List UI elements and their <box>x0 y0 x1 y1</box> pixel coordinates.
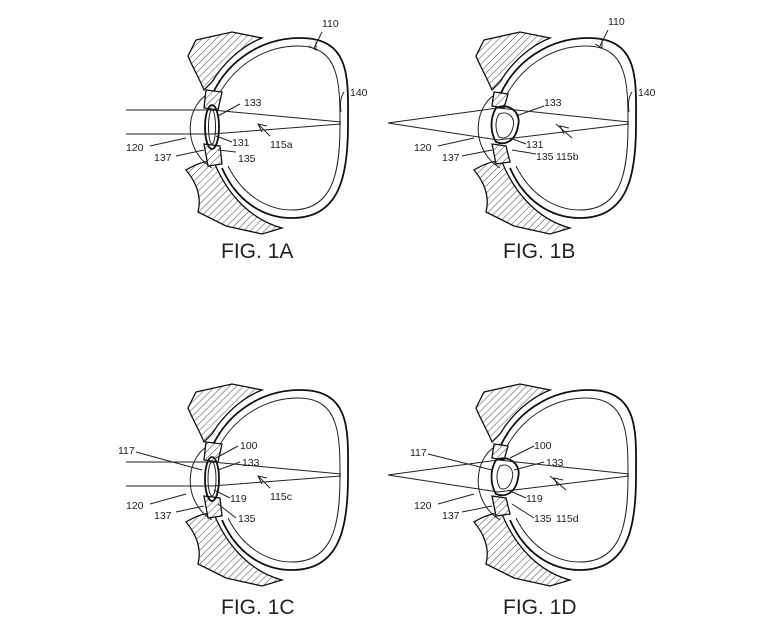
label-120: 120 <box>126 500 144 512</box>
caption: FIG. 1D <box>503 596 577 619</box>
ciliary-top <box>203 441 223 463</box>
eyeball-inner <box>217 397 341 563</box>
ray-converge-bottom <box>211 475 342 487</box>
cornea <box>189 91 213 169</box>
label-131: 131 <box>526 139 544 151</box>
label-137: 137 <box>154 510 172 522</box>
eyeball-inner <box>217 45 341 211</box>
orbit-bone-bottom <box>185 160 285 235</box>
ciliary-top <box>491 443 509 461</box>
label-115: 115b <box>556 151 579 163</box>
caption: FIG. 1A <box>221 240 293 263</box>
label-137: 137 <box>442 510 460 522</box>
eyeball-outer <box>499 37 637 219</box>
ray-bottom <box>387 474 499 493</box>
label-135: 135 <box>238 513 256 525</box>
lens <box>204 104 220 150</box>
label-137: 137 <box>154 152 172 164</box>
label-115: 115a <box>270 139 293 151</box>
label-110: 110 <box>608 16 625 28</box>
label-120: 120 <box>414 142 432 154</box>
implant-ring <box>496 464 514 490</box>
orbit-bone-top <box>475 383 553 444</box>
label-133: 133 <box>544 97 562 109</box>
label-100: 100 <box>240 440 258 452</box>
figure-1a: 110 140 133 131 135 115a 120 137 FIG. 1A <box>126 18 368 263</box>
ray-converge-top <box>497 107 630 123</box>
ciliary-top <box>203 89 223 111</box>
label-115: 115d <box>556 513 579 525</box>
orbit-bone-top <box>187 383 265 444</box>
lens-inner <box>208 109 216 145</box>
eyeball-outer <box>499 389 637 571</box>
label-117: 117 <box>118 445 135 457</box>
lens <box>204 456 220 502</box>
caption: FIG. 1B <box>503 240 575 263</box>
cornea <box>189 443 213 521</box>
label-100: 100 <box>534 440 552 452</box>
label-133: 133 <box>242 457 260 469</box>
ray-converge-top <box>211 109 342 123</box>
label-115: 115c <box>270 491 292 503</box>
figure-1c: 117 100 133 119 135 115c 120 137 FIG. 1C <box>118 383 349 619</box>
ciliary-bottom <box>491 495 511 517</box>
label-133: 133 <box>546 457 564 469</box>
cornea <box>477 443 501 521</box>
orbit-bone-top <box>187 31 265 92</box>
label-119: 119 <box>230 493 247 505</box>
ciliary-top <box>491 91 509 109</box>
ciliary-bottom <box>491 143 511 165</box>
ray-converge-top <box>211 461 342 475</box>
label-135: 135 <box>536 151 554 163</box>
eyeball-inner <box>505 397 629 563</box>
eyeball-outer <box>211 37 349 219</box>
cornea <box>477 91 501 169</box>
lens-inner <box>495 112 515 139</box>
ciliary-bottom <box>203 143 223 167</box>
label-140: 140 <box>638 87 656 99</box>
figure-1d: 117 100 133 119 135 115d 120 137 FIG. 1D <box>387 383 637 619</box>
label-120: 120 <box>126 142 144 154</box>
label-110: 110 <box>322 18 339 30</box>
label-117: 117 <box>410 447 427 459</box>
label-131: 131 <box>232 137 250 149</box>
ray-converge-bottom <box>211 123 342 135</box>
label-120: 120 <box>414 500 432 512</box>
caption: FIG. 1C <box>221 596 295 619</box>
eyeball-inner <box>505 45 629 211</box>
ray-top <box>387 107 499 124</box>
label-119: 119 <box>526 493 543 505</box>
label-140: 140 <box>350 87 368 99</box>
figure-1b: 110 140 133 131 135 115b 120 137 FIG. 1B <box>387 16 656 263</box>
eyeball-outer <box>211 389 349 571</box>
ray-converge-bottom <box>497 475 630 493</box>
label-135: 135 <box>534 513 552 525</box>
ray-top <box>387 459 499 476</box>
orbit-bone-top <box>475 31 553 92</box>
orbit-bone-bottom <box>185 512 285 587</box>
ciliary-bottom <box>203 495 223 519</box>
label-137: 137 <box>442 152 460 164</box>
label-133: 133 <box>244 97 262 109</box>
orbit-bone-bottom <box>473 160 573 235</box>
ray-bottom <box>387 122 499 141</box>
ray-converge-top <box>497 459 630 475</box>
label-135: 135 <box>238 153 256 165</box>
